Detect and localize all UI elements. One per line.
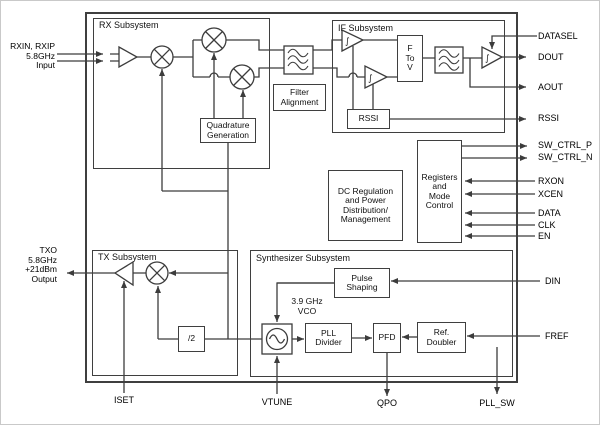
data-slicer-amp-icon bbox=[481, 45, 504, 70]
tx-mixer-icon bbox=[145, 261, 169, 285]
filter-alignment-block: Filter Alignment bbox=[273, 84, 326, 111]
pfd-block: PFD bbox=[373, 323, 401, 353]
rx-filter-icon bbox=[283, 45, 314, 75]
rx-mixer-q-icon bbox=[229, 64, 255, 90]
rx-mixer1-icon bbox=[150, 45, 174, 69]
registers-mode-control-block: Registers and Mode Control bbox=[417, 140, 462, 243]
pin-label-dout: DOUT bbox=[538, 52, 564, 62]
pll-divider-block: PLL Divider bbox=[305, 323, 352, 353]
pulse-to-vco-arrow bbox=[274, 282, 334, 322]
pin-label-rxon: RXON bbox=[538, 176, 565, 186]
divide-by-2-block: /2 bbox=[178, 326, 205, 352]
limiter-glyph-3: ∫ bbox=[485, 54, 490, 64]
if-limiter1-icon bbox=[341, 28, 365, 53]
tx-subsystem-label: TX Subsystem bbox=[98, 252, 157, 262]
tx-synth-path bbox=[133, 272, 334, 340]
pin-label-pll-sw: PLL_SW bbox=[479, 398, 515, 408]
rx-input-label: RXIN, RXIP 5.8GHz Input bbox=[10, 41, 55, 70]
rssi-block: RSSI bbox=[347, 109, 390, 129]
pin-label-data: DATA bbox=[538, 208, 561, 218]
if-limiter2-icon bbox=[364, 64, 389, 90]
pin-label-xcen: XCEN bbox=[538, 189, 564, 199]
pulse-shaping-block: Pulse Shaping bbox=[334, 268, 390, 298]
datasel-line bbox=[489, 35, 537, 49]
quadrature-generation-block: Quadrature Generation bbox=[200, 118, 256, 143]
pin-label-aout: AOUT bbox=[538, 82, 564, 92]
rx-subsystem-label: RX Subsystem bbox=[99, 20, 159, 30]
f-to-v-block: F To V bbox=[397, 35, 423, 82]
limiter-glyph-1: ∫ bbox=[345, 37, 350, 47]
pin-label-qpo: QPO bbox=[376, 398, 397, 408]
tx-subsystem-box bbox=[92, 250, 238, 376]
pin-label-datasel: DATASEL bbox=[538, 31, 578, 41]
chip-outline bbox=[85, 12, 518, 383]
pin-label-din: DIN bbox=[545, 276, 561, 286]
tx-pa-icon bbox=[113, 260, 134, 287]
rx-subsystem-box bbox=[93, 18, 270, 169]
pin-label-fref: FREF bbox=[545, 331, 569, 341]
pin-label-en: EN bbox=[538, 231, 551, 241]
vco-icon bbox=[261, 323, 293, 355]
vco-caption: 3.9 GHz VCO bbox=[291, 296, 323, 316]
ref-doubler-block: Ref. Doubler bbox=[417, 322, 466, 353]
if-filter-icon bbox=[434, 46, 464, 74]
pin-label-sw-ctrl-p: SW_CTRL_P bbox=[538, 140, 593, 150]
tx-output-label: TXO 5.8GHz +21dBm Output bbox=[25, 245, 57, 284]
synth-subsystem-label: Synthesizer Subsystem bbox=[256, 253, 351, 263]
pin-label-sw-ctrl-n: SW_CTRL_N bbox=[538, 152, 593, 162]
lna-amp-icon bbox=[118, 45, 139, 69]
if-signal-path bbox=[352, 39, 482, 109]
pin-label-iset: ISET bbox=[113, 395, 134, 405]
synth-subsystem-box bbox=[250, 250, 513, 377]
limiter-glyph-2: ∫ bbox=[368, 74, 373, 84]
rx-mixer-i-icon bbox=[201, 27, 227, 53]
pin-label-rssi: RSSI bbox=[538, 113, 560, 123]
dc-regulation-block: DC Regulation and Power Distribution/ Ma… bbox=[328, 170, 403, 241]
pin-label-vtune: VTUNE bbox=[261, 397, 293, 407]
pin-label-clk: CLK bbox=[538, 220, 556, 230]
if-subsystem-box bbox=[332, 20, 505, 133]
lo-distribution-path bbox=[162, 143, 229, 339]
aout-line bbox=[469, 58, 526, 90]
if-subsystem-label: IF Subsystem bbox=[338, 23, 394, 33]
